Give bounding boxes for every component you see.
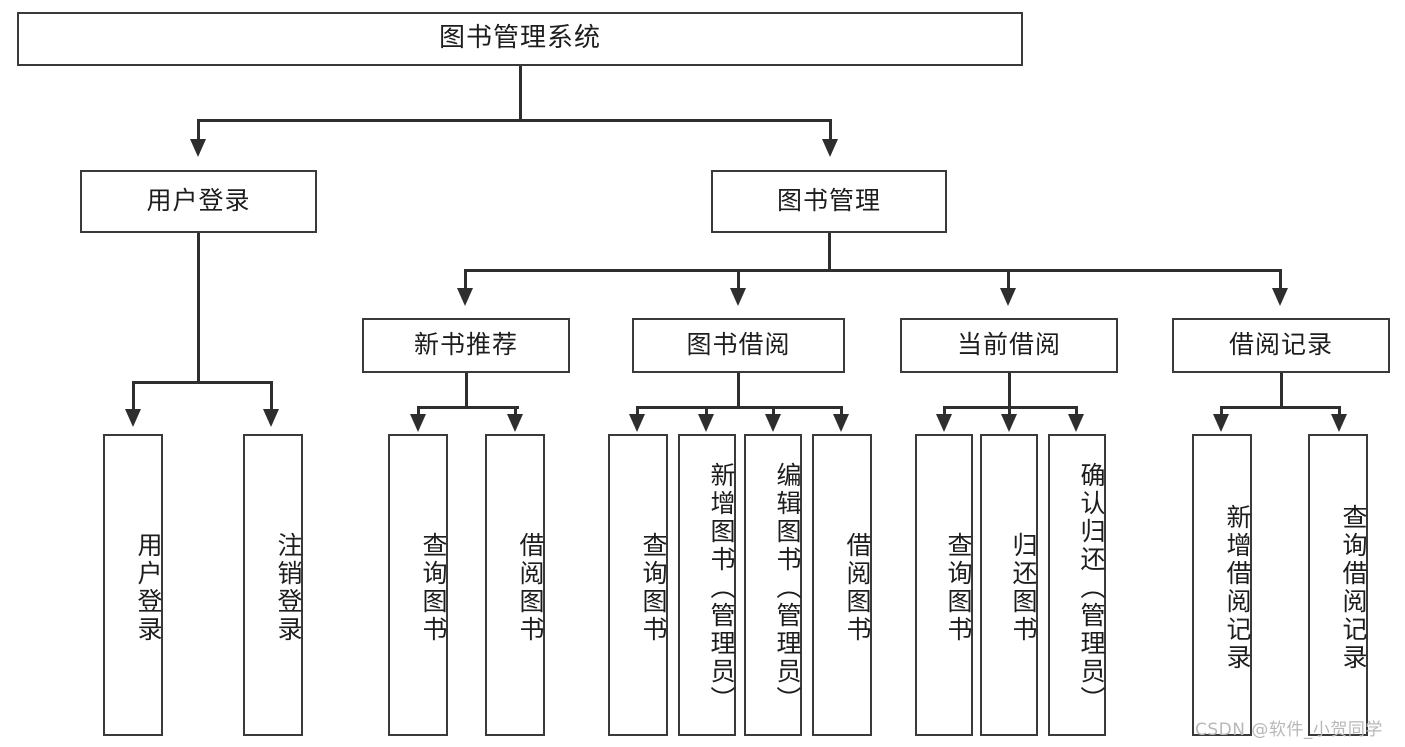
connector-user-login-drop-1 [132, 381, 135, 413]
connector-book-borrow-drop-1 [636, 406, 639, 418]
connector-user-login-stem [197, 233, 200, 383]
connector-book-borrow-bus [636, 406, 843, 409]
leaf-borrow-add-book[interactable]: 新增图书（管理员） [678, 434, 736, 736]
leaf-borrow-query-book[interactable]: 查询图书 [608, 434, 668, 736]
node-user-login[interactable]: 用户登录 [80, 170, 317, 233]
arrow-book-mgmt-to-new-book [457, 288, 473, 306]
arrow-borrow-record-leaf-2 [1331, 414, 1347, 432]
arrow-book-borrow-leaf-3 [765, 414, 781, 432]
arrow-root-to-user-login [190, 139, 206, 157]
leaf-current-confirm-return-label: 确认归还（管理员） [1077, 462, 1106, 714]
leaf-current-confirm-return[interactable]: 确认归还（管理员） [1048, 434, 1106, 736]
arrow-book-borrow-leaf-2 [698, 414, 714, 432]
node-current-borrow[interactable]: 当前借阅 [900, 318, 1118, 373]
leaf-record-query[interactable]: 查询借阅记录 [1308, 434, 1368, 736]
arrow-borrow-record-leaf-1 [1213, 414, 1229, 432]
leaf-recommend-borrow-book-label: 借阅图书 [516, 532, 545, 644]
connector-book-mgmt-drop-4 [1279, 269, 1282, 291]
arrow-current-borrow-leaf-2 [1001, 414, 1017, 432]
leaf-borrow-query-book-label: 查询图书 [639, 532, 668, 644]
connector-borrow-record-stem [1280, 373, 1283, 408]
arrow-current-borrow-leaf-3 [1068, 414, 1084, 432]
connector-current-borrow-drop-3 [1075, 406, 1078, 418]
leaf-current-return-book[interactable]: 归还图书 [980, 434, 1038, 736]
node-borrow-record[interactable]: 借阅记录 [1172, 318, 1390, 373]
connector-root-to-user-login [197, 119, 200, 145]
connector-new-book-bus [417, 406, 519, 409]
node-new-book-recommend[interactable]: 新书推荐 [362, 318, 570, 373]
connector-current-borrow-drop-2 [1008, 406, 1011, 418]
leaf-record-query-label: 查询借阅记录 [1339, 504, 1368, 672]
arrow-current-borrow-leaf-1 [936, 414, 952, 432]
connector-borrow-record-drop-2 [1338, 406, 1341, 418]
connector-new-book-drop-2 [514, 406, 517, 418]
connector-current-borrow-drop-1 [943, 406, 946, 418]
leaf-borrow-edit-book[interactable]: 编辑图书（管理员） [744, 434, 802, 736]
arrow-user-login-leaf-1 [125, 409, 141, 427]
node-book-borrow[interactable]: 图书借阅 [632, 318, 845, 373]
connector-root-stem [519, 66, 522, 121]
leaf-recommend-query-book[interactable]: 查询图书 [388, 434, 448, 736]
leaf-borrow-edit-book-label: 编辑图书（管理员） [773, 462, 802, 714]
leaf-user-logout[interactable]: 注销登录 [243, 434, 303, 736]
leaf-borrow-add-book-label: 新增图书（管理员） [707, 462, 736, 714]
leaf-borrow-borrow-book[interactable]: 借阅图书 [812, 434, 872, 736]
leaf-record-add[interactable]: 新增借阅记录 [1192, 434, 1252, 736]
leaf-borrow-borrow-book-label: 借阅图书 [843, 532, 872, 644]
connector-book-borrow-drop-2 [705, 406, 708, 418]
connector-new-book-stem [465, 373, 468, 408]
connector-current-borrow-bus [943, 406, 1078, 409]
connector-book-mgmt-drop-1 [464, 269, 467, 291]
connector-borrow-record-bus [1220, 406, 1340, 409]
node-book-management[interactable]: 图书管理 [711, 170, 947, 233]
arrow-root-to-book-mgmt [822, 139, 838, 157]
connector-root-to-book-mgmt [829, 119, 832, 145]
connector-book-mgmt-drop-2 [737, 269, 740, 291]
connector-book-mgmt-stem [828, 233, 831, 271]
leaf-user-login-label: 用户登录 [134, 532, 163, 644]
arrow-user-login-leaf-2 [263, 409, 279, 427]
arrow-new-book-leaf-2 [507, 414, 523, 432]
arrow-book-mgmt-to-borrow-record [1272, 288, 1288, 306]
leaf-recommend-query-book-label: 查询图书 [419, 532, 448, 644]
node-root-system[interactable]: 图书管理系统 [17, 12, 1023, 66]
arrow-book-borrow-leaf-1 [629, 414, 645, 432]
leaf-user-login[interactable]: 用户登录 [103, 434, 163, 736]
leaf-current-return-book-label: 归还图书 [1009, 532, 1038, 644]
arrow-book-borrow-leaf-4 [833, 414, 849, 432]
connector-book-mgmt-drop-3 [1007, 269, 1010, 291]
connector-new-book-drop-1 [417, 406, 420, 418]
connector-book-mgmt-bus [464, 269, 1281, 272]
arrow-new-book-leaf-1 [410, 414, 426, 432]
leaf-user-logout-label: 注销登录 [274, 532, 303, 644]
connector-root-bus [197, 119, 831, 122]
connector-book-borrow-drop-3 [772, 406, 775, 418]
connector-book-borrow-drop-4 [840, 406, 843, 418]
leaf-record-add-label: 新增借阅记录 [1223, 504, 1252, 672]
leaf-current-query-book[interactable]: 查询图书 [915, 434, 973, 736]
connector-current-borrow-stem [1008, 373, 1011, 408]
connector-user-login-drop-2 [270, 381, 273, 413]
connector-borrow-record-drop-1 [1220, 406, 1223, 418]
arrow-book-mgmt-to-current-borrow [1000, 288, 1016, 306]
connector-user-login-bus [132, 381, 272, 384]
leaf-recommend-borrow-book[interactable]: 借阅图书 [485, 434, 545, 736]
leaf-current-query-book-label: 查询图书 [944, 532, 973, 644]
connector-book-borrow-stem [737, 373, 740, 408]
arrow-book-mgmt-to-book-borrow [730, 288, 746, 306]
